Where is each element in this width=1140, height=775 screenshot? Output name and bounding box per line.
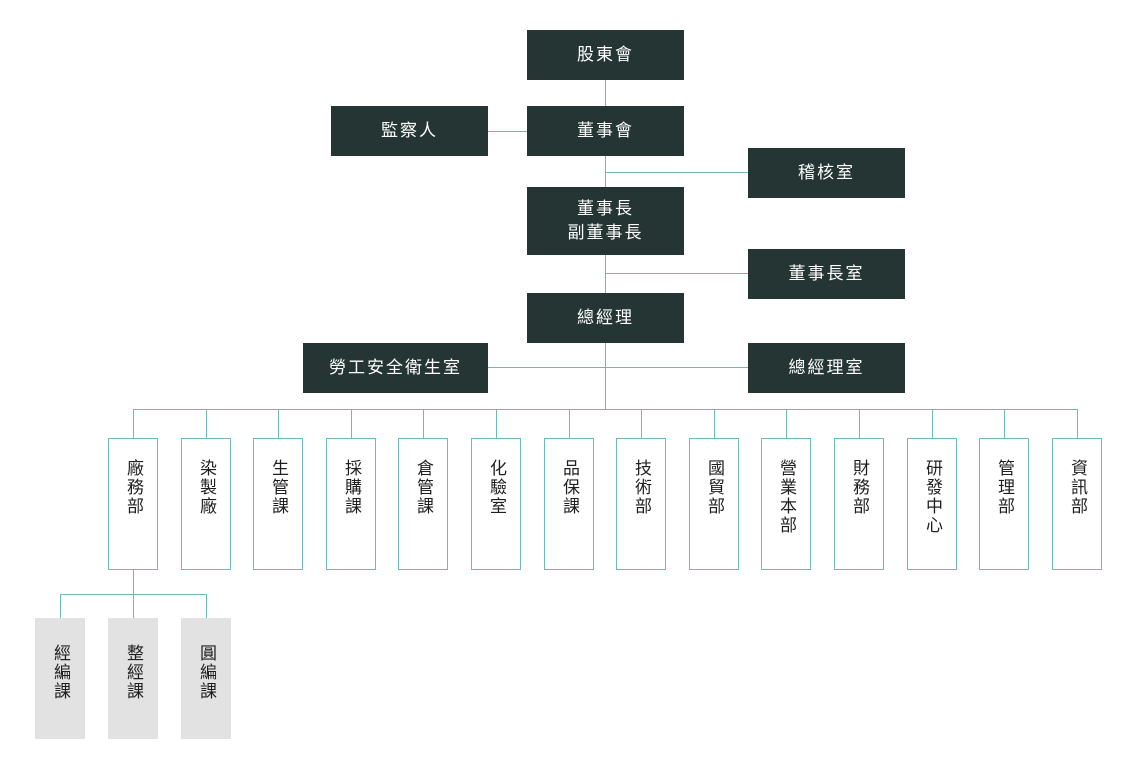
department-label: 資訊部 bbox=[1067, 459, 1087, 516]
connector-line bbox=[605, 172, 748, 173]
connector-line bbox=[641, 409, 642, 438]
connector-line bbox=[714, 409, 715, 438]
connector-line bbox=[488, 367, 748, 368]
connector-line bbox=[786, 409, 787, 438]
department-box: 研發中心 bbox=[907, 438, 957, 570]
connector-line bbox=[133, 409, 134, 438]
connector-line bbox=[859, 409, 860, 438]
audit-office-box: 稽核室 bbox=[748, 148, 905, 198]
connector-line bbox=[206, 409, 207, 438]
connector-line bbox=[423, 409, 424, 438]
supervisors-box: 監察人 bbox=[331, 106, 488, 156]
department-box: 財務部 bbox=[834, 438, 884, 570]
department-box: 染製廠 bbox=[181, 438, 231, 570]
connector-line bbox=[605, 273, 748, 274]
department-box: 品保課 bbox=[544, 438, 594, 570]
connector-line bbox=[932, 409, 933, 438]
gm-office-box: 總經理室 bbox=[748, 343, 905, 393]
connector-line bbox=[206, 594, 207, 618]
labor-safety-office-box: 勞工安全衛生室 bbox=[303, 343, 488, 393]
connector-line bbox=[496, 409, 497, 438]
chairman-label: 董事長 bbox=[577, 199, 634, 219]
department-box: 管理部 bbox=[979, 438, 1029, 570]
department-box: 國貿部 bbox=[689, 438, 739, 570]
section-box: 整經課 bbox=[108, 618, 158, 739]
section-label: 整經課 bbox=[123, 644, 143, 701]
general-manager-box: 總經理 bbox=[527, 293, 684, 343]
department-box: 營業本部 bbox=[761, 438, 811, 570]
board-box: 董事會 bbox=[527, 106, 684, 156]
connector-line bbox=[1004, 409, 1005, 438]
connector-line bbox=[133, 570, 134, 594]
connector-line bbox=[133, 594, 134, 618]
section-label: 經編課 bbox=[50, 644, 70, 701]
department-label: 研發中心 bbox=[922, 459, 942, 535]
section-box: 經編課 bbox=[35, 618, 85, 739]
connector-line bbox=[488, 131, 528, 132]
department-box: 資訊部 bbox=[1052, 438, 1102, 570]
department-box: 化驗室 bbox=[471, 438, 521, 570]
department-label: 財務部 bbox=[849, 459, 869, 516]
department-label: 品保課 bbox=[559, 459, 579, 516]
department-box: 倉管課 bbox=[398, 438, 448, 570]
department-label: 染製廠 bbox=[196, 459, 216, 516]
department-box: 技術部 bbox=[616, 438, 666, 570]
chairman-box: 董事長 副董事長 bbox=[527, 187, 684, 255]
department-box: 生管課 bbox=[253, 438, 303, 570]
connector-line bbox=[278, 409, 279, 438]
section-label: 圓編課 bbox=[196, 644, 216, 701]
connector-line bbox=[60, 594, 61, 618]
department-box: 採購課 bbox=[326, 438, 376, 570]
department-label: 倉管課 bbox=[413, 459, 433, 516]
department-label: 廠務部 bbox=[123, 459, 143, 516]
department-label: 生管課 bbox=[268, 459, 288, 516]
section-box: 圓編課 bbox=[181, 618, 231, 739]
department-label: 採購課 bbox=[341, 459, 361, 516]
connector-line bbox=[605, 367, 606, 409]
department-label: 國貿部 bbox=[704, 459, 724, 516]
vice-chairman-label: 副董事長 bbox=[567, 223, 644, 243]
department-label: 化驗室 bbox=[486, 459, 506, 516]
connector-line bbox=[133, 409, 1078, 410]
chairman-office-box: 董事長室 bbox=[748, 249, 905, 299]
shareholders-box: 股東會 bbox=[527, 30, 684, 80]
department-label: 管理部 bbox=[994, 459, 1014, 516]
department-label: 營業本部 bbox=[776, 459, 796, 535]
department-label: 技術部 bbox=[631, 459, 651, 516]
connector-line bbox=[351, 409, 352, 438]
department-box: 廠務部 bbox=[108, 438, 158, 570]
connector-line bbox=[1077, 409, 1078, 438]
connector-line bbox=[569, 409, 570, 438]
